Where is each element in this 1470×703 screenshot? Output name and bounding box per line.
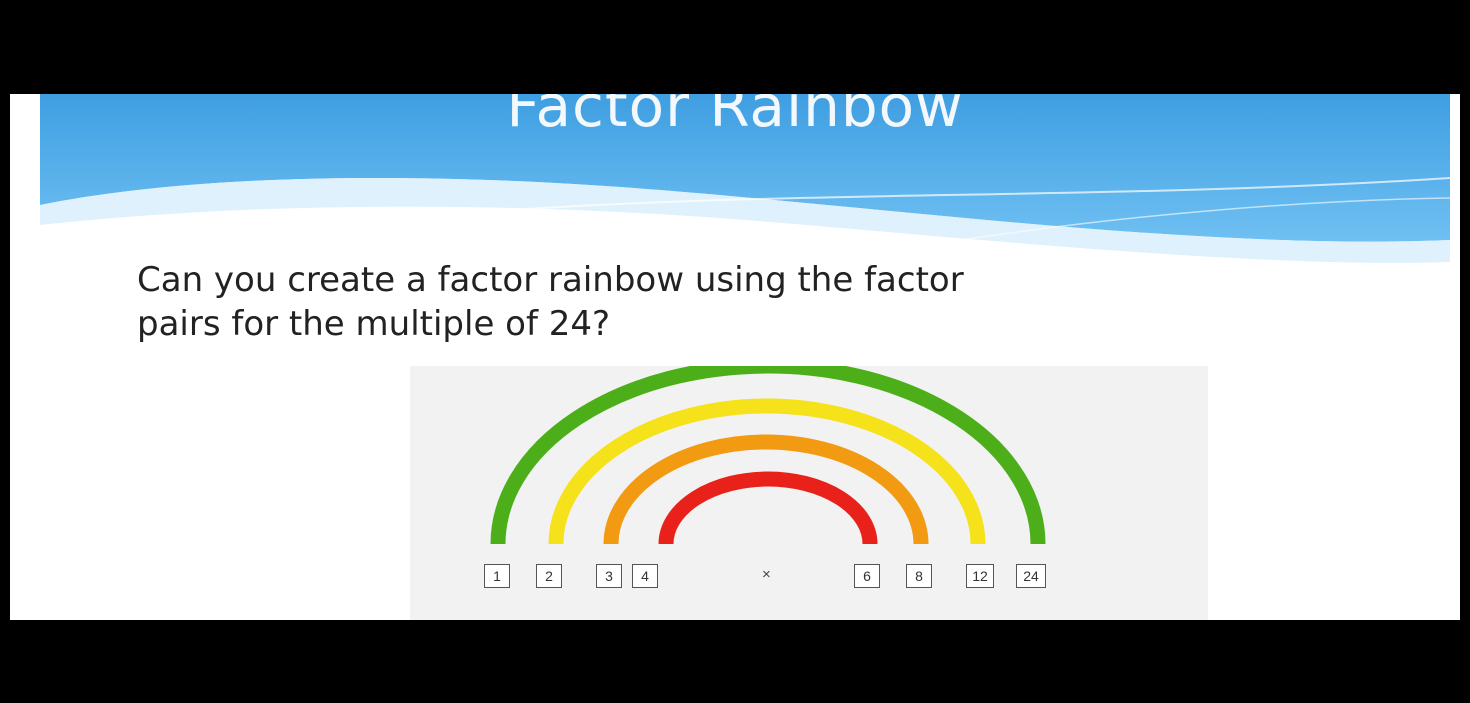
slide-banner (40, 80, 1451, 263)
rainbow-arc-second (548, 398, 986, 545)
factor-box-24: 24 (1016, 564, 1046, 588)
rainbow-arc-inner (658, 471, 878, 545)
factor-box-1: 1 (484, 564, 510, 588)
question-line-2: pairs for the multiple of 24? (137, 304, 611, 344)
times-symbol: × (762, 566, 771, 583)
question-line-1: Can you create a factor rainbow using th… (137, 260, 964, 300)
rainbow-arcs (490, 366, 1046, 545)
factor-box-6: 6 (854, 564, 880, 588)
factor-box-3: 3 (596, 564, 622, 588)
slide: Factor Rainbow Can you create a factor r… (10, 0, 1460, 620)
question-text: Can you create a factor rainbow using th… (137, 258, 1337, 346)
letterbox-top (0, 0, 1470, 94)
letterbox-bottom (0, 620, 1470, 703)
factor-box-4: 4 (632, 564, 658, 588)
rainbow-arc-outer (490, 366, 1046, 545)
rainbow-arc-third (603, 434, 929, 545)
factor-box-8: 8 (906, 564, 932, 588)
factor-row: 1 2 3 4 × 6 8 12 24 (410, 564, 1208, 590)
factor-box-2: 2 (536, 564, 562, 588)
factor-rainbow-diagram: 1 2 3 4 × 6 8 12 24 (410, 366, 1208, 620)
factor-box-12: 12 (966, 564, 994, 588)
